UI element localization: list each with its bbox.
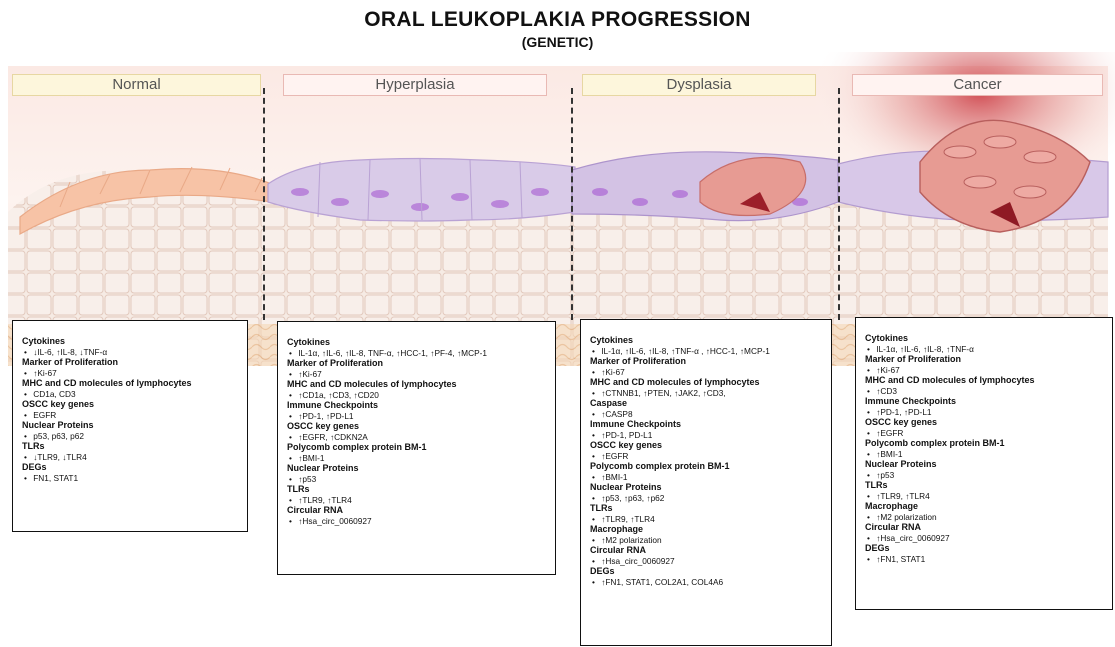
marker-item: ↑Ki-67 <box>865 365 1106 376</box>
marker-item: IL-1α, ↑IL-6, ↑IL-8, ↑TNF-α <box>865 344 1106 355</box>
marker-item: ↑FN1, STAT1 <box>865 554 1106 565</box>
marker-item: ↑Hsa_circ_0060927 <box>590 556 825 567</box>
section-heading: Polycomb complex protein BM-1 <box>865 438 1106 449</box>
section-heading: Immune Checkpoints <box>590 419 825 430</box>
section-heading: TLRs <box>22 441 241 452</box>
stage-label-hyperplasia: Hyperplasia <box>283 74 547 96</box>
marker-item: ↑BMI-1 <box>590 472 825 483</box>
section-heading: Cytokines <box>22 336 241 347</box>
panel-hyperplasia: CytokinesIL-1α, ↑IL-6, ↑IL-8, TNF-α, ↑HC… <box>277 321 556 575</box>
section-heading: Marker of Proliferation <box>590 356 825 367</box>
marker-item: IL-1α, ↑IL-6, ↑IL-8, TNF-α, ↑HCC-1, ↑PF-… <box>287 348 549 359</box>
panel-cancer: CytokinesIL-1α, ↑IL-6, ↑IL-8, ↑TNF-αMark… <box>855 317 1113 610</box>
marker-item: ↑p53 <box>865 470 1106 481</box>
section-heading: MHC and CD molecules of lymphocytes <box>287 379 549 390</box>
marker-item: ↑CASP8 <box>590 409 825 420</box>
section-heading: Nuclear Proteins <box>287 463 549 474</box>
diagram-title: ORAL LEUKOPLAKIA PROGRESSION <box>0 8 1115 32</box>
section-heading: MHC and CD molecules of lymphocytes <box>865 375 1106 386</box>
marker-item: IL-1α, ↑IL-6, ↑IL-8, ↑TNF-α , ↑HCC-1, ↑M… <box>590 346 825 357</box>
marker-item: ↑EGFR <box>590 451 825 462</box>
section-heading: OSCC key genes <box>287 421 549 432</box>
section-heading: Macrophage <box>865 501 1106 512</box>
section-heading: OSCC key genes <box>590 440 825 451</box>
section-heading: DEGs <box>865 543 1106 554</box>
marker-item: FN1, STAT1 <box>22 473 241 484</box>
marker-item: ↑PD-1, ↑PD-L1 <box>287 411 549 422</box>
marker-item: ↑Hsa_circ_0060927 <box>287 516 549 527</box>
section-heading: Caspase <box>590 398 825 409</box>
marker-item: ↑PD-1, ↑PD-L1 <box>865 407 1106 418</box>
marker-item: ↑CTNNB1, ↑PTEN, ↑JAK2, ↑CD3, <box>590 388 825 399</box>
section-heading: Polycomb complex protein BM-1 <box>590 461 825 472</box>
marker-item: ↓TLR9, ↓TLR4 <box>22 452 241 463</box>
stage-divider <box>571 88 573 320</box>
marker-item: ↑Ki-67 <box>287 369 549 380</box>
section-heading: Marker of Proliferation <box>287 358 549 369</box>
marker-item: ↑M2 polarization <box>590 535 825 546</box>
stage-divider <box>838 88 840 320</box>
marker-item: ↑Ki-67 <box>590 367 825 378</box>
marker-item: ↑p53, ↑p63, ↑p62 <box>590 493 825 504</box>
section-heading: Immune Checkpoints <box>865 396 1106 407</box>
marker-item: ↑Ki-67 <box>22 368 241 379</box>
marker-item: ↓IL-6, ↑IL-8, ↓TNF-α <box>22 347 241 358</box>
section-heading: MHC and CD molecules of lymphocytes <box>22 378 241 389</box>
section-heading: Nuclear Proteins <box>22 420 241 431</box>
section-heading: OSCC key genes <box>22 399 241 410</box>
marker-item: EGFR <box>22 410 241 421</box>
stage-label-cancer: Cancer <box>852 74 1103 96</box>
section-heading: Circular RNA <box>590 545 825 556</box>
stage-label-dysplasia: Dysplasia <box>582 74 816 96</box>
marker-item: ↑TLR9, ↑TLR4 <box>287 495 549 506</box>
section-heading: Cytokines <box>287 337 549 348</box>
section-heading: Cytokines <box>590 335 825 346</box>
marker-item: ↑BMI-1 <box>865 449 1106 460</box>
diagram-subtitle: (GENETIC) <box>0 34 1115 50</box>
section-heading: TLRs <box>287 484 549 495</box>
stage-label-normal: Normal <box>12 74 261 96</box>
panel-dysplasia: CytokinesIL-1α, ↑IL-6, ↑IL-8, ↑TNF-α , ↑… <box>580 319 832 646</box>
marker-item: ↑CD3 <box>865 386 1106 397</box>
marker-item: p53, p63, p62 <box>22 431 241 442</box>
marker-item: ↑p53 <box>287 474 549 485</box>
section-heading: MHC and CD molecules of lymphocytes <box>590 377 825 388</box>
section-heading: TLRs <box>590 503 825 514</box>
marker-item: ↑EGFR <box>865 428 1106 439</box>
marker-item: ↑BMI-1 <box>287 453 549 464</box>
section-heading: DEGs <box>590 566 825 577</box>
section-heading: Macrophage <box>590 524 825 535</box>
section-heading: Marker of Proliferation <box>22 357 241 368</box>
marker-item: ↑FN1, STAT1, COL2A1, COL4A6 <box>590 577 825 588</box>
marker-item: ↑Hsa_circ_0060927 <box>865 533 1106 544</box>
marker-item: CD1a, CD3 <box>22 389 241 400</box>
section-heading: TLRs <box>865 480 1106 491</box>
section-heading: OSCC key genes <box>865 417 1106 428</box>
marker-item: ↑TLR9, ↑TLR4 <box>865 491 1106 502</box>
stage-divider <box>263 88 265 320</box>
section-heading: Cytokines <box>865 333 1106 344</box>
section-heading: Nuclear Proteins <box>590 482 825 493</box>
section-heading: Marker of Proliferation <box>865 354 1106 365</box>
marker-item: ↑TLR9, ↑TLR4 <box>590 514 825 525</box>
section-heading: Nuclear Proteins <box>865 459 1106 470</box>
section-heading: Circular RNA <box>865 522 1106 533</box>
marker-item: ↑M2 polarization <box>865 512 1106 523</box>
marker-item: ↑EGFR, ↑CDKN2A <box>287 432 549 443</box>
section-heading: Circular RNA <box>287 505 549 516</box>
marker-item: ↑CD1a, ↑CD3, ↑CD20 <box>287 390 549 401</box>
section-heading: Polycomb complex protein BM-1 <box>287 442 549 453</box>
section-heading: DEGs <box>22 462 241 473</box>
marker-item: ↑PD-1, PD-L1 <box>590 430 825 441</box>
section-heading: Immune Checkpoints <box>287 400 549 411</box>
